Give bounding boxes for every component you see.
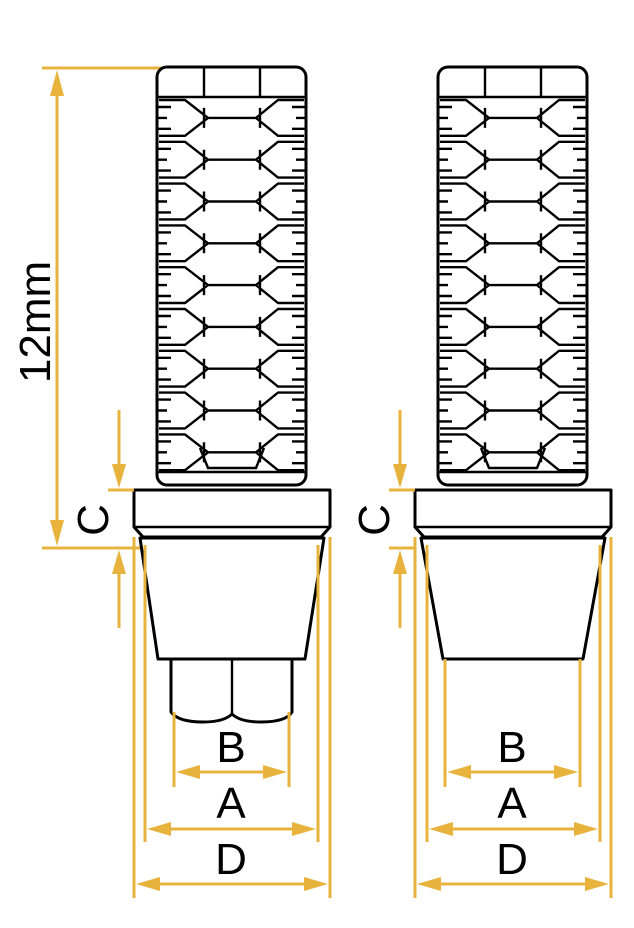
collar-right bbox=[413, 488, 613, 539]
hex-tip-left bbox=[169, 657, 294, 724]
width-dimensions-right: B A D bbox=[413, 537, 613, 898]
collar-dimension-right: C bbox=[350, 410, 415, 628]
mid-diameter-label-left: A bbox=[216, 779, 246, 828]
collar-dimension-left: C bbox=[69, 410, 134, 628]
abutment-right bbox=[413, 65, 613, 661]
knurl-pattern bbox=[438, 67, 587, 472]
collar-label-left: C bbox=[69, 504, 118, 536]
outer-diameter-label-right: D bbox=[496, 835, 528, 884]
cone-left bbox=[138, 536, 326, 661]
height-dimension: 12mm bbox=[11, 66, 172, 550]
cone-right bbox=[419, 536, 607, 661]
thread-base bbox=[438, 447, 587, 474]
height-label: 12mm bbox=[11, 261, 60, 383]
inner-diameter-label-right: B bbox=[497, 723, 526, 772]
thread-body-left bbox=[155, 65, 308, 487]
abutment-left bbox=[132, 65, 332, 724]
outer-diameter-label-left: D bbox=[215, 835, 247, 884]
thread-body-right bbox=[436, 65, 589, 487]
width-dimensions-left: B A D bbox=[132, 537, 332, 898]
inner-diameter-label-left: B bbox=[216, 723, 245, 772]
knurl-pattern bbox=[157, 67, 306, 472]
collar-label-right: C bbox=[350, 504, 399, 536]
collar-left bbox=[132, 488, 332, 539]
mid-diameter-label-right: A bbox=[497, 779, 527, 828]
thread-base bbox=[157, 447, 306, 474]
